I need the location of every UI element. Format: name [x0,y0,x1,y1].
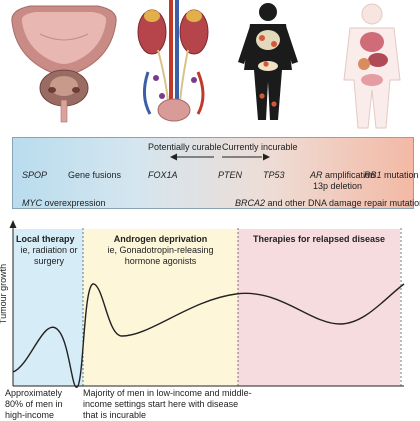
potentially-curable-label: Potentially curable [148,142,222,152]
androgen-deprivation-text: Androgen deprivation ie, Gonadotropin-re… [107,234,214,266]
relapsed-disease-text: Therapies for relapsed disease [252,234,386,244]
arrow-left-icon [170,153,177,161]
body-organs-illustration [343,3,401,129]
y-axis-arrow-icon [9,220,17,228]
local-therapy-text: Local therapy ie, radiation or surgery [16,234,78,266]
gene-foxa1: FOX1A [148,170,178,180]
phase-relapsed-disease [238,229,400,386]
gene-spop: SPOP [22,170,48,180]
gene-alterations-panel [12,137,414,209]
anatomy-illustrations [11,0,401,129]
footnote-left: Approximately 80% of men in high-income [5,388,63,420]
arrow-right-icon [263,153,270,161]
phase-androgen-deprivation [83,229,238,386]
phase-local-therapy [13,229,83,386]
gene-fusions: Gene fusions [68,170,122,180]
tumour-growth-curve [12,283,405,388]
gene-pten: PTEN [218,170,243,180]
tumour-growth-plot [9,220,405,388]
curability-arrows [170,153,270,161]
footnote-right: Majority of men in low-income and middle… [83,388,252,420]
bladder-prostate-illustration [11,5,117,123]
currently-incurable-label: Currently incurable [222,142,298,152]
gene-13p-deletion: 13p deletion [313,181,363,191]
gene-ar-amplification: AR amplification [310,170,376,180]
gene-tp53: TP53 [263,170,285,180]
kidneys-illustration [137,0,209,122]
gene-brca2-ddr: BRCA2 and other DNA damage repair mutati… [235,198,420,208]
gene-myc-overexpression: MYC overexpression [22,198,106,208]
skeleton-illustration [238,3,298,120]
gene-rb1-mutation: RB1 mutation [364,170,419,180]
y-axis-label: Tumour growth [0,263,8,325]
